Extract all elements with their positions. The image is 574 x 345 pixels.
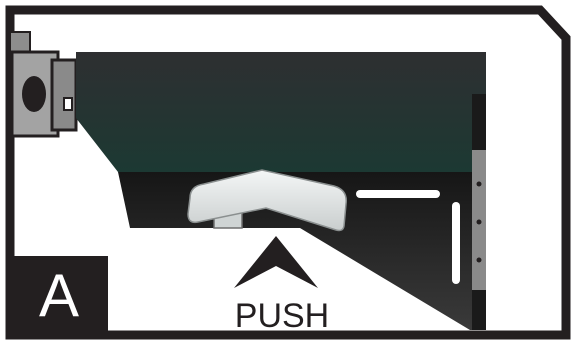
motor-collar xyxy=(50,58,78,132)
rail-screw xyxy=(476,181,482,187)
up-arrow-icon xyxy=(234,236,318,288)
rail-screw xyxy=(476,219,482,225)
motor-tab xyxy=(63,97,73,111)
clip-body xyxy=(187,169,347,232)
release-clip[interactable] xyxy=(187,169,347,232)
slot-horizontal xyxy=(356,190,440,198)
motor-gear xyxy=(22,76,46,112)
rail-screw xyxy=(476,257,482,263)
push-instruction: PUSH xyxy=(234,297,330,335)
panel-label: A xyxy=(10,256,108,336)
slot-vertical xyxy=(452,202,460,284)
housing-body xyxy=(76,52,486,172)
